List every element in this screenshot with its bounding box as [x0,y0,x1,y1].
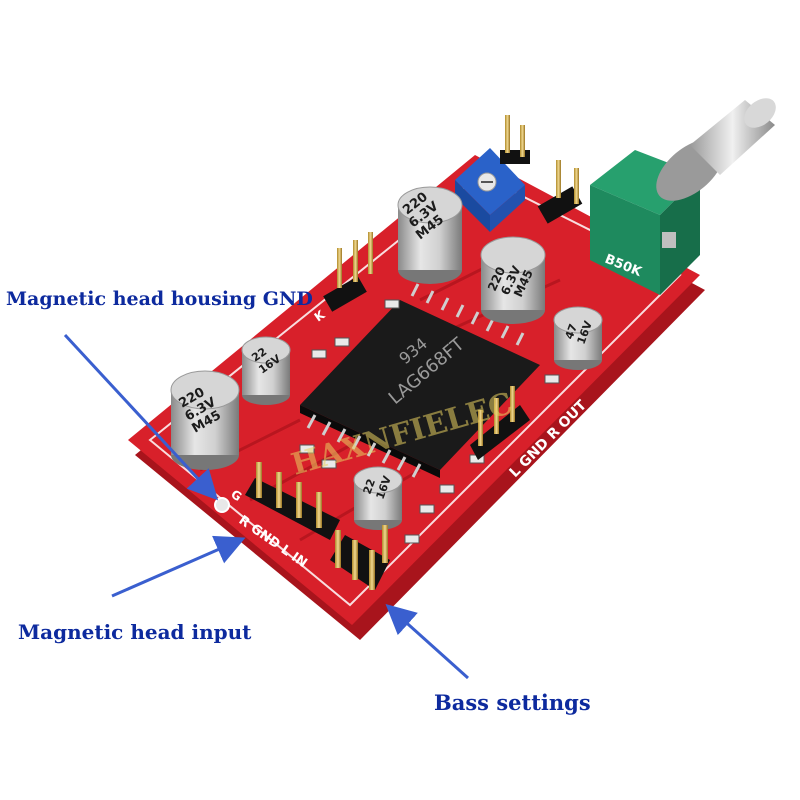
cap-small-right-line1: 47 [563,322,580,341]
mounting-hole [214,497,230,513]
cap-small-bottom-line1: 22 [361,477,378,496]
input-header-pins [245,462,340,540]
smd-components [299,299,560,544]
trimmer-potentiometer [455,148,525,232]
cap-small-left: 22 16V [241,336,291,405]
cap-large-top: 220 6.3V M45 [397,186,463,284]
trimmer-side [455,180,490,232]
cap-small-bottom: 22 16V [353,466,403,530]
chip-leads [306,283,525,478]
callout-bass-settings: Bass settings [434,690,591,715]
arrow-bass-settings [385,603,470,680]
callout-head-input: Magnetic head input [18,620,252,644]
pot-clip [662,232,676,248]
pot-shaft-end [744,98,776,128]
trimmer-side2 [490,185,525,232]
callout-housing-gnd: Magnetic head housing GND [6,288,313,310]
bass-header-pins [330,525,390,590]
header-pins-right [537,160,583,224]
volume-potentiometer: B50K [590,98,776,295]
trimmer-pins [500,115,530,164]
output-header-pins [470,386,530,460]
pot-side [660,175,700,295]
arrow-head-input [111,535,246,598]
header-pins-k [323,232,373,312]
pot-front [590,185,660,295]
cap-large-mid: 220 6.3V M45 [480,236,546,324]
arrow-housing-gnd [63,333,219,501]
cap-large-left: 220 6.3V M45 [170,370,240,470]
cap-small-right: 47 16V [553,306,603,370]
